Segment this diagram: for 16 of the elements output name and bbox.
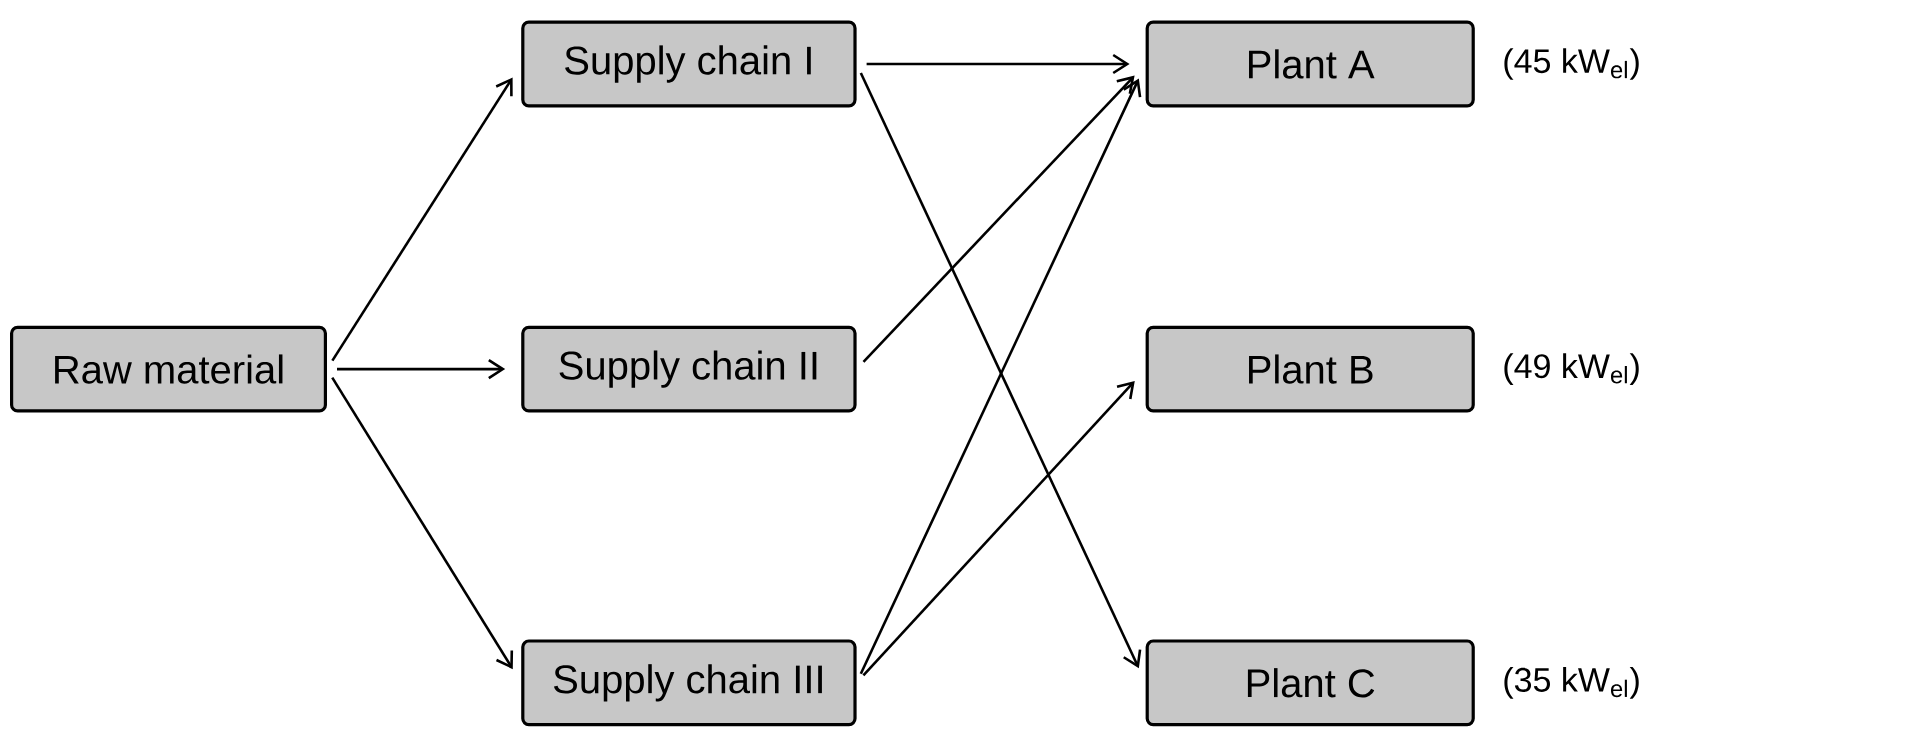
arrow [331, 376, 514, 670]
arrow [862, 75, 1135, 363]
capacity-label: (45 kW$_{el}$) [1504, 48, 1639, 80]
process-box: Plant A [1145, 20, 1475, 108]
process-box: Supply chain I [521, 20, 857, 108]
arrow [866, 53, 1130, 75]
arrow [331, 77, 513, 362]
process-box: Raw material [10, 325, 327, 413]
arrow [337, 359, 506, 380]
arrow [862, 380, 1135, 677]
capacity-label: (35 kW$_{el}$) [1504, 667, 1639, 699]
capacity-label: (49 kW$_{el}$) [1504, 353, 1639, 385]
process-box: Plant B [1145, 325, 1475, 413]
process-box: Supply chain II [521, 325, 857, 413]
process-box: Plant C [1145, 639, 1475, 727]
process-box: Supply chain III [521, 639, 857, 727]
